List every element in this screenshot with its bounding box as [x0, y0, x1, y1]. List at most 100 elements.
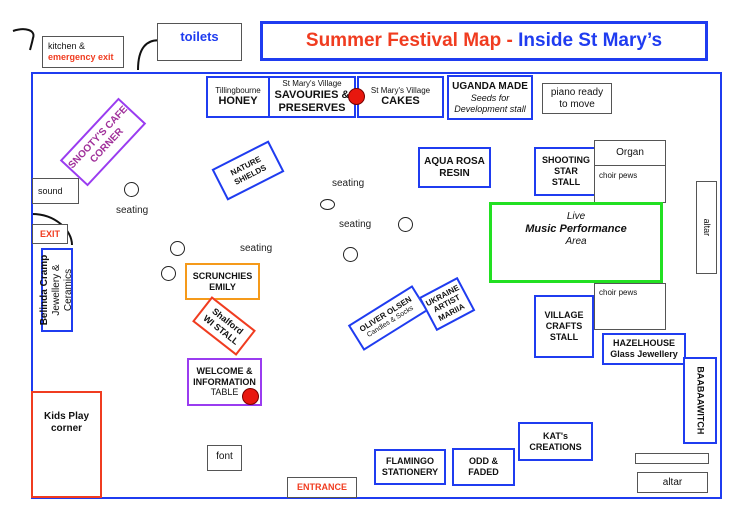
stall-belinda-cramp[interactable]: Belinda Cramp Jewellery & Ceramics: [39, 248, 74, 332]
stall-desc-line2: Development stall: [454, 103, 526, 114]
title-part-2: Inside St Mary’s: [518, 29, 663, 51]
seating-label: seating: [339, 219, 372, 230]
choir-pews-label: choir pews: [599, 288, 638, 297]
choir-pews-top: choir pews: [594, 165, 666, 203]
piano-label-2: to move: [559, 98, 595, 110]
stall-title-line3: STALL: [551, 176, 581, 187]
sound-label: sound: [38, 185, 63, 196]
altar-side-box: altar: [696, 181, 717, 274]
stall-shooting-star[interactable]: SHOOTING STAR STALL: [534, 147, 598, 196]
altar-label: altar: [701, 218, 712, 237]
stall-title-line2: STATIONERY: [381, 467, 439, 477]
stall-title-line1: WELCOME &: [196, 365, 253, 376]
altar-bottom-box: altar: [637, 472, 708, 493]
seating-circle: [161, 266, 176, 281]
stall-village-cakes[interactable]: St Mary's Village CAKES: [357, 76, 444, 118]
stall-title-line1: ODD &: [469, 456, 498, 467]
toilets-box: toilets: [157, 23, 242, 61]
area-title-line2: Music Performance: [525, 223, 627, 235]
stall-title-line1: AQUA ROSA: [424, 155, 485, 167]
stall-aqua-rosa-resin[interactable]: AQUA ROSA RESIN: [418, 147, 491, 188]
font-box: font: [207, 445, 242, 471]
stall-desc-line1: Jewellery &: [51, 264, 62, 316]
organ-label: Organ: [616, 147, 644, 158]
stall-title-line1: SAVOURIES &: [274, 88, 350, 101]
stall-title: HONEY: [218, 95, 258, 108]
stall-flamingo-stationery[interactable]: FLAMINGO STATIONERY: [374, 449, 446, 485]
area-title-line2: corner: [50, 423, 83, 434]
stall-subtitle: St Mary's Village: [282, 79, 342, 89]
entrance-box[interactable]: ENTRANCE: [287, 477, 357, 498]
title-part-1: Summer Festival Map -: [305, 29, 519, 51]
stall-desc-line1: Seeds for: [470, 92, 510, 103]
stall-tillingbourne-honey[interactable]: Tillingbourne HONEY: [206, 76, 270, 118]
stall-hazelhouse[interactable]: HAZELHOUSE Glass Jewellery: [602, 333, 686, 365]
stall-title: Belinda Cramp: [39, 254, 50, 326]
exit-label: EXIT: [39, 228, 60, 239]
stall-title-line2: RESIN: [439, 167, 470, 179]
kitchen-door-arc: [12, 28, 35, 51]
area-title-line3: Area: [565, 236, 587, 248]
stall-title-line2: CREATIONS: [529, 441, 582, 452]
seating-circle: [170, 241, 185, 256]
stall-title-line2: CRAFTS: [545, 321, 583, 332]
area-title-line1: Live: [566, 211, 586, 222]
live-music-performance-area[interactable]: Live Music Performance Area: [489, 202, 663, 283]
sound-box: sound: [32, 178, 79, 204]
map-title-box: Summer Festival Map - Inside St Mary’s: [260, 21, 708, 61]
seating-circle: [398, 217, 413, 232]
stall-welcome-information[interactable]: WELCOME & INFORMATION TABLE: [187, 358, 262, 406]
stall-odd-faded[interactable]: ODD & FADED: [452, 448, 515, 486]
choir-pews-label: choir pews: [599, 171, 638, 180]
exit-box[interactable]: EXIT: [32, 224, 68, 244]
stall-savouries-preserves[interactable]: St Mary's Village SAVOURIES & PRESERVES: [268, 76, 356, 118]
area-title-line1: Kids Play: [43, 411, 90, 422]
seating-label: seating: [240, 243, 273, 254]
stall-title-line1: VILLAGE: [544, 310, 584, 321]
seating-label: seating: [116, 205, 149, 216]
piano-label-1: piano ready: [550, 86, 604, 98]
seating-circle: [343, 247, 358, 262]
stall-title-line1: SCRUNCHIES: [192, 270, 253, 281]
stall-scrunchies-emily[interactable]: SCRUNCHIES EMILY: [185, 263, 260, 300]
stall-title-line3: STALL: [549, 331, 579, 342]
marker-dot: [242, 388, 259, 405]
toilets-label: toilets: [180, 29, 219, 44]
organ-box: Organ: [594, 140, 666, 166]
stall-title-line2: INFORMATION: [193, 376, 256, 387]
seating-circle: [124, 182, 139, 197]
piano-box: piano ready to move: [542, 83, 612, 114]
stall-baabaawitch[interactable]: BAABAAWITCH: [683, 357, 717, 444]
marker-dot: [348, 88, 365, 105]
font-label: font: [216, 451, 233, 462]
stall-title: BAABAAWITCH: [695, 366, 706, 435]
stall-desc-line2: Ceramics: [63, 268, 74, 312]
stall-subtitle: Tillingbourne: [215, 85, 261, 95]
stall-title-line1: SHOOTING: [541, 155, 590, 166]
stall-title: HAZELHOUSE: [612, 338, 675, 349]
stall-title: UGANDA MADE: [452, 80, 528, 92]
stall-title: CAKES: [381, 95, 420, 108]
seating-label: seating: [332, 178, 365, 189]
hall-outline: [31, 72, 722, 499]
stall-desc: Glass Jewellery: [610, 349, 678, 359]
emergency-exit-label: emergency exit: [48, 52, 114, 62]
stall-subtitle: St Mary's Village: [370, 85, 431, 95]
stall-uganda-made[interactable]: UGANDA MADE Seeds for Development stall: [447, 75, 533, 120]
stall-title-line2: FADED: [468, 467, 499, 477]
kids-play-corner[interactable]: Kids Play corner: [31, 391, 102, 498]
stall-kats-creations[interactable]: KAT's CREATIONS: [518, 422, 593, 461]
entrance-label: ENTRANCE: [296, 482, 347, 493]
small-bench-box: [635, 453, 709, 464]
stall-title-line1: KAT's: [543, 430, 568, 441]
stall-title-line2: EMILY: [209, 281, 236, 292]
stall-title-line3: TABLE: [210, 387, 239, 398]
choir-pews-bottom: choir pews: [594, 283, 666, 330]
stall-title-line2: PRESERVES: [278, 101, 346, 114]
seating-circle: [320, 199, 335, 210]
stall-title-line2: STAR: [554, 166, 578, 177]
stall-village-crafts[interactable]: VILLAGE CRAFTS STALL: [534, 295, 594, 358]
altar-label: altar: [662, 476, 683, 488]
kitchen-label: kitchen &: [48, 41, 86, 52]
stall-title-line1: FLAMINGO: [386, 456, 434, 467]
